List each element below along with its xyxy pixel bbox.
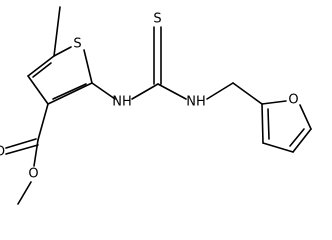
label-masks — [0, 11, 300, 182]
atom-label-nh-left: NH — [112, 95, 132, 110]
bond-ring-c4-c3 — [27, 75, 49, 105]
bond-ring-c5-c4-inner — [32, 62, 52, 78]
bond-furan-c5-c4 — [292, 128, 312, 153]
bond-nh-ch2 — [206, 82, 234, 100]
bond-furan-o-c5 — [299, 104, 312, 130]
bond-cs-nh — [157, 83, 187, 100]
atom-label-thiocarbonyl-s: S — [153, 12, 161, 27]
bond-furan-c2-o — [261, 100, 287, 105]
atom-label-nh-right: NH — [186, 95, 206, 110]
atom-label-thiophene-s: S — [73, 37, 81, 52]
bond-ring-c3-c2-inner — [52, 83, 87, 100]
bond-ring-s-c5 — [53, 46, 72, 57]
bond-furan-c3-c2 — [261, 103, 264, 144]
molecule-structure: S S NH NH O O O — [0, 6, 312, 205]
bond-c5-methyl — [53, 6, 61, 57]
bond-c2-nh — [91, 82, 116, 100]
bond-ring-s-c2 — [83, 49, 93, 84]
bond-furan-c3-c2-inner — [267, 108, 270, 140]
bond-c3-carbonyl-c — [37, 103, 49, 141]
atom-label-ester-o: O — [28, 167, 38, 182]
bond-carbonyl-double — [5, 138, 37, 149]
bond-furan-c4-c3 — [262, 142, 294, 153]
bond-furan-c5-c4-inner — [289, 128, 305, 147]
bond-ring-c5-c4 — [27, 55, 55, 77]
bond-carbonyl-ester-o — [33, 139, 39, 167]
atom-labels: S S NH NH O O O — [0, 12, 299, 182]
bond-ch2-furan — [232, 82, 263, 105]
bonds — [5, 6, 312, 205]
atom-label-carbonyl-o: O — [0, 145, 5, 160]
bond-carbonyl-double-2 — [5, 144, 39, 155]
bond-ring-c3-c2 — [47, 82, 93, 105]
atom-label-furan-o: O — [288, 93, 298, 108]
bond-nh-cs — [131, 83, 159, 100]
bond-ester-o-methyl — [17, 181, 32, 205]
